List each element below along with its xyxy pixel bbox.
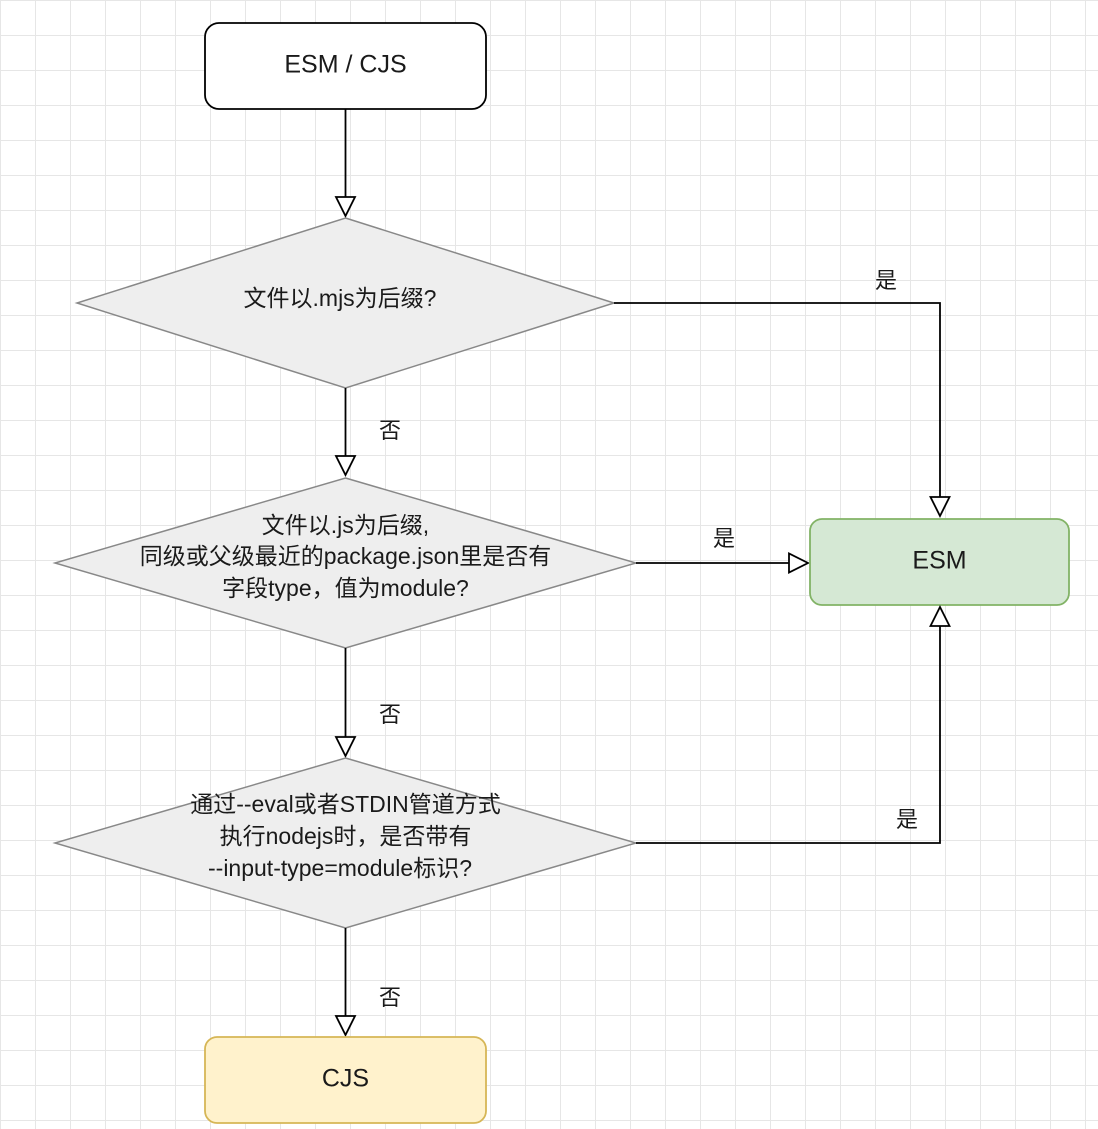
edge-label-yes: 是 <box>875 269 897 294</box>
edge-label-no: 否 <box>379 419 401 444</box>
edge-decision1-no: 否 <box>334 388 401 478</box>
edge-decision3-yes: 是 <box>636 604 951 844</box>
decision1-label: 文件以.mjs为后缀? <box>244 285 437 311</box>
decision3-label-line2: 执行nodejs时，是否带有 <box>220 823 472 849</box>
edge-start-to-decision1 <box>334 109 357 219</box>
decision3-node[interactable]: 通过--eval或者STDIN管道方式 执行nodejs时，是否带有 --inp… <box>52 757 639 929</box>
start-node[interactable]: ESM / CJS <box>204 22 487 110</box>
decision1-node[interactable]: 文件以.mjs为后缀? <box>74 217 617 389</box>
cjs-node[interactable]: CJS <box>204 1036 487 1124</box>
edge-label-yes: 是 <box>713 527 735 552</box>
esm-node[interactable]: ESM <box>809 518 1070 606</box>
decision2-node[interactable]: 文件以.js为后缀, 同级或父级最近的package.json里是否有 字段ty… <box>52 477 639 649</box>
edge-decision2-yes: 是 <box>636 527 811 574</box>
edge-decision1-yes: 是 <box>614 269 951 519</box>
decision2-label-line2: 同级或父级最近的package.json里是否有 <box>140 543 552 569</box>
cjs-node-label: CJS <box>322 1065 369 1093</box>
decision2-label-line3: 字段type，值为module? <box>222 575 469 601</box>
decision2-label-line1: 文件以.js为后缀, <box>262 512 429 538</box>
edge-decision3-no: 否 <box>334 928 401 1038</box>
edge-label-no: 否 <box>379 986 401 1011</box>
edge-label-yes: 是 <box>896 808 918 833</box>
edge-label-no: 否 <box>379 703 401 728</box>
start-node-label: ESM / CJS <box>284 51 406 79</box>
decision3-label-line3: --input-type=module标识? <box>208 855 472 881</box>
edge-decision2-no: 否 <box>334 648 401 759</box>
decision3-label-line1: 通过--eval或者STDIN管道方式 <box>190 791 501 817</box>
esm-node-label: ESM <box>912 547 966 575</box>
